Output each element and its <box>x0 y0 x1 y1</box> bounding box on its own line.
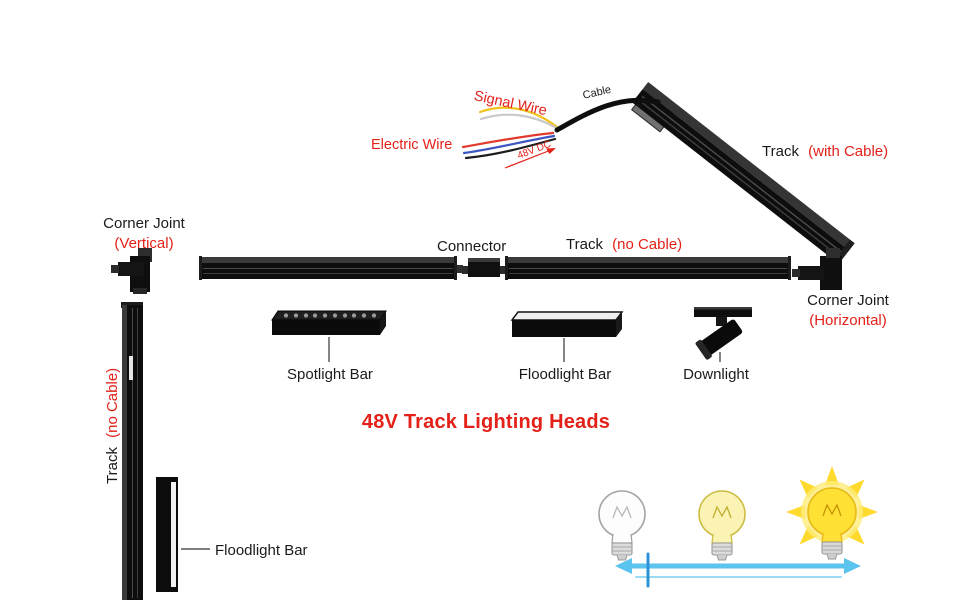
spotlight-bar-label: Spotlight Bar <box>287 366 373 383</box>
track-no-cable-left-graphic <box>199 256 463 280</box>
corner-joint-vertical-name: Corner Joint <box>103 215 185 232</box>
cable-graphic <box>554 97 661 133</box>
track-with-cable-label: Track (with Cable) <box>762 142 888 162</box>
track-with-cable-qualifier: (with Cable) <box>808 143 889 160</box>
signal-wires-graphic <box>478 106 560 131</box>
bulb-dim-icon <box>698 490 746 561</box>
electric-wires-graphic <box>461 131 557 160</box>
connector-icon <box>462 258 506 277</box>
corner-joint-horizontal-icon <box>792 248 842 290</box>
downlight-label: Downlight <box>683 366 749 383</box>
vertical-floodlight-bar-graphic <box>156 477 210 592</box>
track-with-cable-graphic <box>630 82 855 264</box>
vertical-track-name: Track <box>104 447 121 484</box>
corner-joint-vertical-label: Corner Joint (Vertical) <box>84 214 204 253</box>
corner-joint-vertical-qualifier: (Vertical) <box>114 234 174 252</box>
connector-label: Connector <box>437 238 507 255</box>
corner-joint-vertical-icon <box>111 248 152 294</box>
corner-joint-horizontal-qualifier: (Horizontal) <box>809 311 887 329</box>
vertical-track-label: Track (no Cable) <box>103 368 123 484</box>
floodlight-bar-label: Floodlight Bar <box>518 366 612 383</box>
track-no-cable-label: Track (no Cable) <box>566 235 682 255</box>
electric-wire-label: Electric Wire <box>371 137 453 153</box>
spotlight-bar-graphic <box>271 310 387 362</box>
track-no-cable-qualifier: (no Cable) <box>612 236 683 253</box>
track-no-cable-right-graphic <box>505 256 791 280</box>
vertical-track-graphic <box>121 302 143 600</box>
floodlight-bar-graphic <box>510 311 624 362</box>
track-no-cable-name: Track <box>566 236 603 253</box>
vertical-track-qualifier: (no Cable) <box>104 367 121 438</box>
floodlight-bar-vertical-label: Floodlight Bar <box>215 542 308 559</box>
voltage-arrow <box>504 148 556 169</box>
section-title: 48V Track Lighting Heads <box>361 411 611 433</box>
track-with-cable-name: Track <box>762 143 799 160</box>
downlight-graphic <box>694 307 752 362</box>
bulb-bright-icon <box>786 466 878 560</box>
dimmer-slider-graphic <box>615 552 861 588</box>
corner-joint-horizontal-label: Corner Joint (Horizontal) <box>784 291 912 330</box>
bulb-off-icon <box>598 490 646 561</box>
corner-joint-horizontal-name: Corner Joint <box>807 292 889 309</box>
